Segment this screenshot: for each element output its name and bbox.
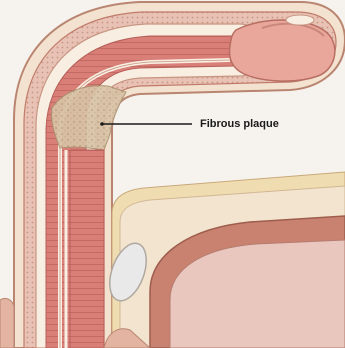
fibrous-plaque-label: Fibrous plaque <box>200 117 279 131</box>
glans <box>230 20 335 81</box>
leader-line-dot <box>100 122 104 126</box>
corpus-cavernosum-lower <box>70 150 104 348</box>
meatus <box>286 15 314 25</box>
scrotum-skin <box>0 298 14 348</box>
